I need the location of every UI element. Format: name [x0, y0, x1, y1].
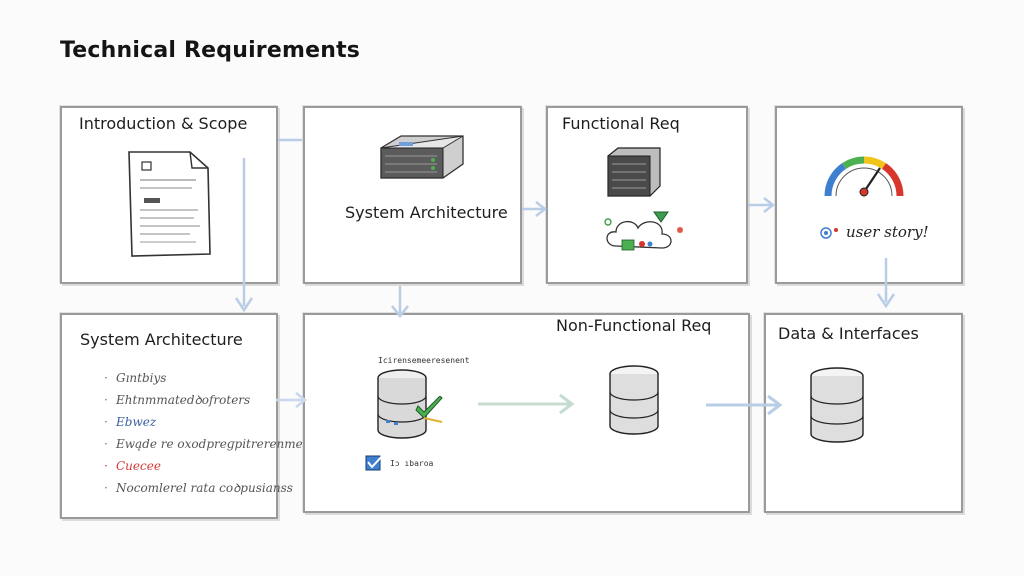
connector-arrow [278, 138, 302, 142]
functional-req-label: Functional Req [562, 114, 680, 133]
document-icon [128, 151, 211, 257]
architecture-component-list: ·Gıntbiys ·Ehtnmmatedꝺofroters ·Ebwez ·E… [104, 367, 315, 499]
user-icon [820, 227, 838, 239]
gauge-icon [824, 156, 904, 197]
list-item: ·Ebwez [104, 415, 157, 429]
system-architecture-bottom-label: System Architecture [80, 330, 243, 349]
arrow-down-icon [391, 286, 409, 319]
arrow-right-icon [276, 392, 308, 408]
arrow-right-icon [706, 394, 783, 416]
data-interfaces-label: Data & Interfaces [778, 324, 919, 343]
cloud-icon [604, 211, 683, 251]
checkmark-icon [415, 396, 443, 423]
center-mini-label-bottom: Iɔ ıbaroa [390, 459, 434, 468]
arrow-down-icon [234, 158, 254, 313]
arrow-right-icon [522, 201, 548, 217]
list-item: ·Ehtnmmatedꝺofroters [104, 393, 251, 407]
system-architecture-top-box [303, 106, 522, 284]
system-architecture-bottom-box [60, 313, 278, 519]
arrow-down-icon [876, 258, 896, 308]
server-rack-icon [380, 135, 464, 179]
list-item: ·Gıntbiys [104, 371, 167, 385]
user-story-box [775, 106, 963, 284]
checkbox-icon [365, 453, 385, 471]
database-icon [377, 369, 427, 439]
database-icon [810, 367, 864, 443]
user-story-note: user story! [846, 223, 929, 241]
list-item: ·Cuecee [104, 459, 161, 473]
intro-scope-label: Introduction & Scope [79, 114, 248, 133]
database-icon [609, 365, 659, 435]
arrow-right-icon [478, 393, 575, 415]
arrow-right-icon [748, 197, 776, 213]
list-item: ·Ewąde re oxodpreɡpitrerenmers [104, 437, 315, 451]
non-functional-req-label: Non-Functional Req [556, 316, 712, 335]
data-interfaces-box [764, 313, 963, 513]
center-mini-label-top: Icirensemeeresenent [378, 356, 470, 365]
system-architecture-top-label: System Architecture [345, 203, 508, 222]
page-title: Technical Requirements [60, 38, 361, 63]
server-rack-icon [607, 147, 661, 197]
list-item: ·Nocomlerel rata coꝺpusianss [104, 481, 293, 495]
